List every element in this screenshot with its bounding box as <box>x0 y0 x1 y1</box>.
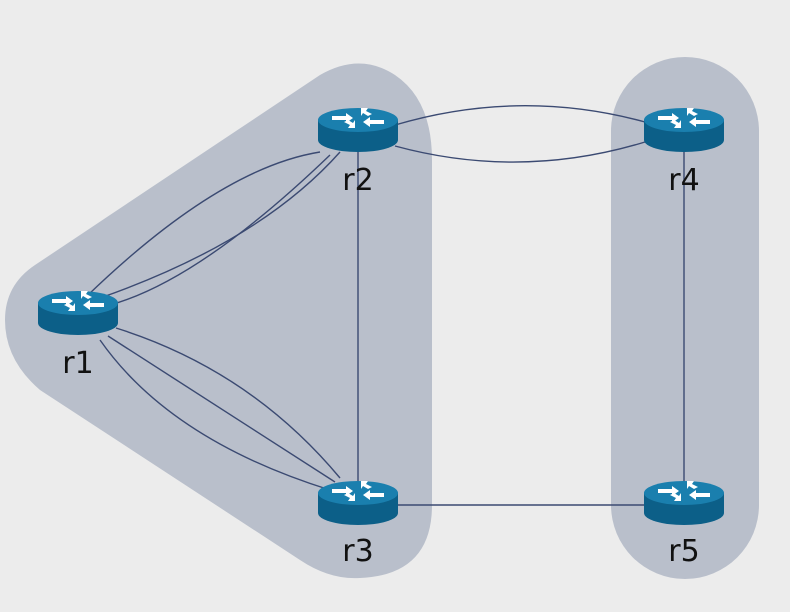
link-r1-r3-b <box>107 335 336 483</box>
router-r3[interactable] <box>318 481 398 525</box>
links <box>87 105 685 506</box>
label-r2: r2 <box>342 163 373 198</box>
link-r1-r2-a <box>87 151 321 296</box>
label-r4: r4 <box>668 163 699 198</box>
link-r1-r3-a <box>99 339 331 491</box>
router-icon <box>38 291 118 335</box>
router-r2[interactable] <box>318 108 398 152</box>
router-r5[interactable] <box>644 481 724 525</box>
link-r1-r3-c <box>115 327 341 479</box>
label-r5: r5 <box>668 534 699 569</box>
router-icon <box>318 481 398 525</box>
link-r2-r4-a <box>394 105 646 126</box>
link-r1-r2-c <box>109 154 331 306</box>
group-left-background <box>5 63 432 579</box>
router-icon <box>644 108 724 152</box>
router-icon <box>644 481 724 525</box>
router-icon <box>318 108 398 152</box>
router-r1[interactable] <box>38 291 118 335</box>
label-r1: r1 <box>62 346 93 381</box>
group-right-background <box>611 57 759 579</box>
link-r2-r4-b <box>394 141 646 163</box>
label-r3: r3 <box>342 534 373 569</box>
router-r4[interactable] <box>644 108 724 152</box>
